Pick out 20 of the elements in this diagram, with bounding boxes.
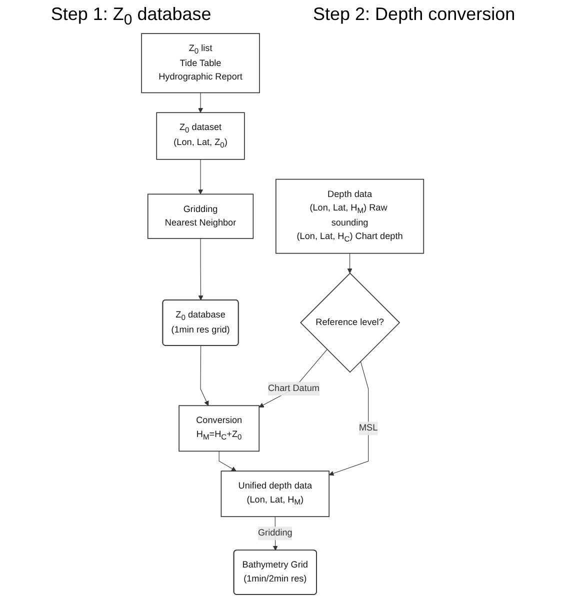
node-box: Z$_{0}$ dataset (Lon, Lat, Z$_{0}$) (156, 112, 246, 160)
node-box: Conversion H$_{M}$=H$_{C}$+Z$_{0}$ (179, 404, 260, 452)
arrow (198, 158, 204, 194)
arrow (200, 345, 210, 406)
edge-label: Chart Datum (268, 383, 320, 394)
node-box: Z$_{0}$ list Tide Table Hydrographic Report (142, 32, 260, 93)
node-box: Depth data (Lon, Lat, H$_{M}$) Raw sounding (Lon, Lat, H$_{C}$) Chart depth (276, 178, 424, 254)
arrow (198, 92, 204, 112)
column-heading: Step 1: Z$_{0}$ database (50, 4, 212, 29)
arrow (198, 238, 204, 300)
edge-label: Gridding (258, 528, 293, 538)
arrow (219, 450, 237, 471)
arrow (259, 348, 328, 408)
edge-label: MSL (359, 422, 378, 433)
node-diamond: Reference level? (300, 272, 401, 372)
arrow (348, 252, 353, 274)
column-heading: Step 2: Depth conversion (313, 4, 516, 26)
node-box: Unified depth data (Lon, Lat, H$_{M}$) (221, 470, 330, 517)
node-box: Gridding Nearest Neighbor (148, 193, 254, 238)
arrow (329, 360, 370, 476)
